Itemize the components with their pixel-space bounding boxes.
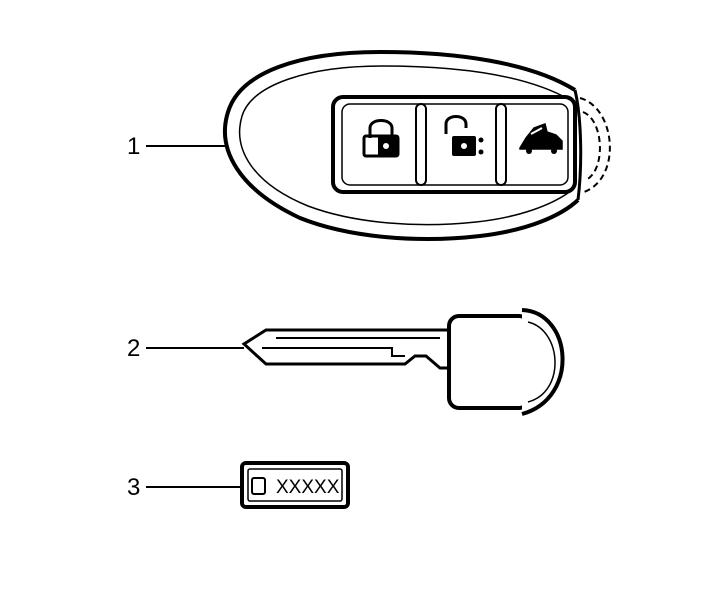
fob-dashed-cap-outer <box>579 97 611 193</box>
key-blade-groove <box>262 337 440 357</box>
key-tag-inner <box>247 468 343 502</box>
callout-number-3: 3 <box>127 474 140 501</box>
fob-dashed-cap-inner <box>582 111 601 181</box>
trunk-icon <box>519 123 563 154</box>
key-tag-outer <box>240 461 350 509</box>
unlock-icon <box>444 115 484 156</box>
callout-number-2: 2 <box>127 335 140 362</box>
fob-divider <box>495 103 507 186</box>
key-head-cap-inner <box>527 321 556 403</box>
key-number-tag: XXXXX <box>240 461 350 509</box>
mechanical-key <box>241 308 565 416</box>
lock-icon <box>362 119 400 158</box>
key-head-cap <box>521 308 565 416</box>
fob-button-panel <box>331 95 577 194</box>
callout-3: 3 <box>127 474 242 501</box>
fob-button-panel-inner <box>341 103 569 186</box>
callout-2: 2 <box>127 335 244 362</box>
fob-inner-shell <box>238 65 571 226</box>
key-head <box>447 314 531 410</box>
key-tag-square <box>251 477 266 495</box>
smart-key-fob <box>223 49 611 241</box>
key-blade <box>241 328 449 370</box>
callout-1: 1 <box>127 133 225 160</box>
callout-number-1: 1 <box>127 133 140 160</box>
fob-outer-shell <box>223 49 580 241</box>
fob-divider <box>415 103 427 186</box>
key-tag-code: XXXXX <box>276 477 340 498</box>
fob-end-cap <box>573 89 583 201</box>
